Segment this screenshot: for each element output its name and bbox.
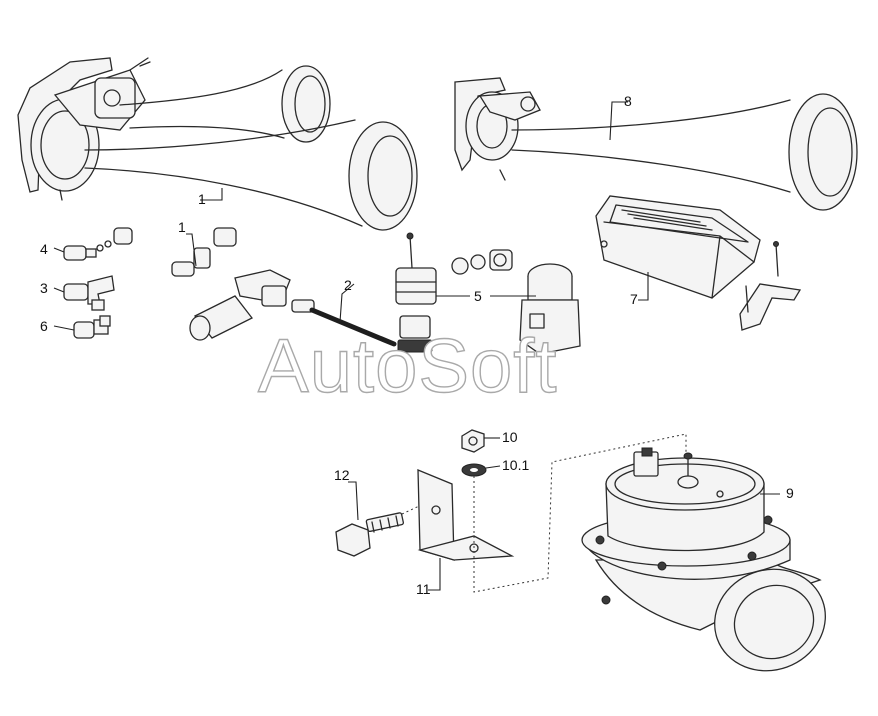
callout-3-tee: 3 xyxy=(40,280,48,296)
twin-air-horn xyxy=(17,57,418,231)
callout-9-horn: 9 xyxy=(786,485,794,501)
callout-11-bracket: 11 xyxy=(416,581,431,597)
nut-10 xyxy=(461,429,485,453)
single-air-horn xyxy=(454,77,858,211)
callout-1-fitting: 1 xyxy=(178,219,186,235)
watermark-text: AutoSoft xyxy=(258,324,558,409)
callout-7-switch: 7 xyxy=(630,291,638,307)
bracket-11 xyxy=(417,469,515,561)
callout-2-hose: 2 xyxy=(344,277,352,293)
washer-10-1 xyxy=(461,463,487,477)
callout-6-fitting: 6 xyxy=(40,318,48,334)
switch-box-7 xyxy=(595,195,802,331)
electric-horn-9 xyxy=(581,447,826,672)
callout-10-nut: 10 xyxy=(502,429,518,445)
callout-8-horn: 8 xyxy=(624,93,632,109)
solenoid-valve-5 xyxy=(395,232,581,355)
air-hose-2 xyxy=(309,307,397,347)
fitting-6 xyxy=(73,315,111,339)
valve-fittings xyxy=(171,227,315,341)
callout-4-fitting: 4 xyxy=(40,241,48,257)
callout-5-valve: 5 xyxy=(474,288,482,304)
callout-10-1-washer: 10.1 xyxy=(502,457,529,473)
callout-1-horn: 1 xyxy=(198,191,206,207)
tee-fitting-3 xyxy=(63,275,115,311)
callout-12-bolt: 12 xyxy=(334,467,350,483)
bolt-12 xyxy=(335,512,404,557)
fitting-4 xyxy=(63,227,133,261)
